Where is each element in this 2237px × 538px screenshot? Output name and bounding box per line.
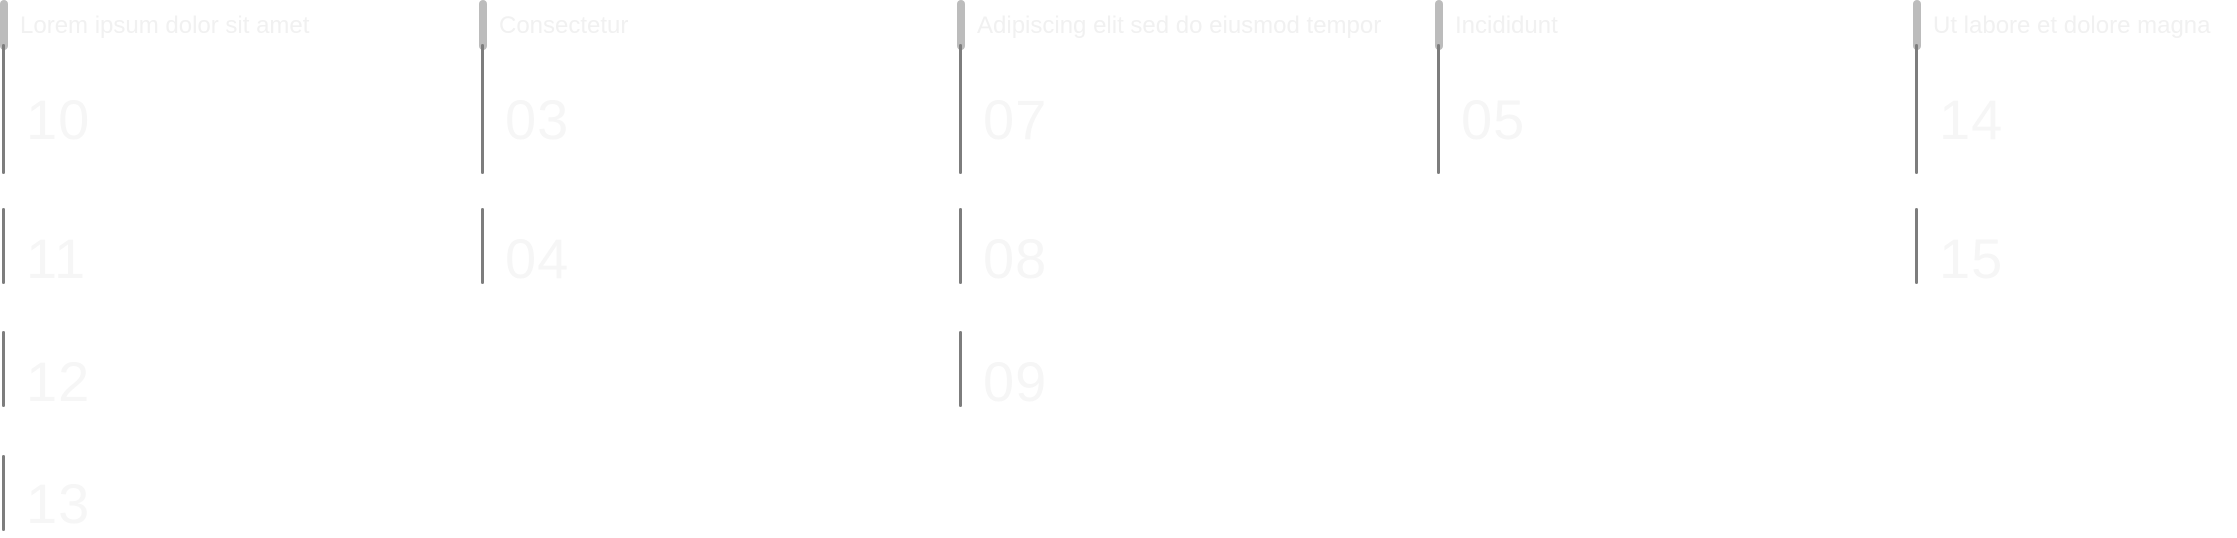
row-divider [959, 208, 962, 284]
column-header: Adipiscing elit sed do eiusmod tempor [977, 12, 1382, 39]
column-drag-handle[interactable] [957, 0, 965, 50]
column-divider [959, 44, 962, 174]
tile-number[interactable]: 05 [1461, 88, 1526, 151]
tile-number[interactable]: 08 [983, 227, 1048, 290]
column-drag-handle[interactable] [1913, 0, 1921, 50]
row-divider [2, 208, 5, 284]
column-drag-handle[interactable] [479, 0, 487, 50]
tile-number[interactable]: 14 [1939, 88, 2004, 151]
column-drag-handle[interactable] [1435, 0, 1443, 50]
row-divider [481, 208, 484, 284]
tile-number[interactable]: 13 [26, 472, 91, 535]
tile-number[interactable]: 04 [505, 227, 570, 290]
column-header: Consectetur [499, 12, 629, 39]
column-header: Incididunt [1455, 12, 1558, 39]
column-divider [2, 44, 5, 174]
tile-number[interactable]: 11 [26, 227, 87, 290]
column-divider [1915, 44, 1918, 174]
tile-number[interactable]: 09 [983, 350, 1048, 413]
column-divider [481, 44, 484, 174]
tile-number[interactable]: 03 [505, 88, 570, 151]
tile-number[interactable]: 15 [1939, 227, 2004, 290]
row-divider [1915, 208, 1918, 284]
column-header: Lorem ipsum dolor sit amet [20, 12, 310, 39]
tile-number[interactable]: 07 [983, 88, 1048, 151]
column-divider [1437, 44, 1440, 174]
tile-number[interactable]: 10 [26, 88, 91, 151]
tile-number[interactable]: 12 [26, 350, 91, 413]
column-drag-handle[interactable] [0, 0, 8, 50]
column-header: Ut labore et dolore magna [1933, 12, 2211, 39]
row-divider [959, 331, 962, 407]
row-divider [2, 331, 5, 407]
row-divider [2, 455, 5, 531]
